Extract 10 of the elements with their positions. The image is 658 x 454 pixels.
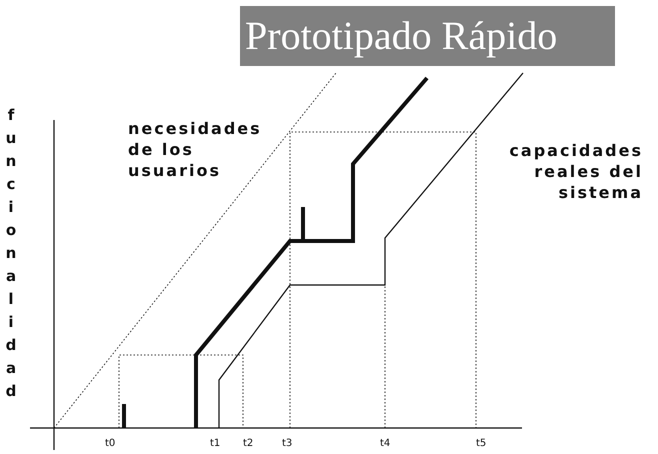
tick-label: t4 xyxy=(380,438,390,449)
curve-label: capacidades reales del sistema xyxy=(508,140,643,203)
tick-label: t0 xyxy=(105,438,116,449)
tick-label: t2 xyxy=(243,438,254,449)
title-banner: Prototipado Rápido xyxy=(240,6,615,66)
tick-label: t5 xyxy=(476,438,486,449)
tick-label: t3 xyxy=(282,438,292,449)
tick-label: t1 xyxy=(210,438,220,449)
curve-label: necesidades de los usuarios xyxy=(128,118,263,181)
axis-label: funcionalidad xyxy=(2,106,20,405)
